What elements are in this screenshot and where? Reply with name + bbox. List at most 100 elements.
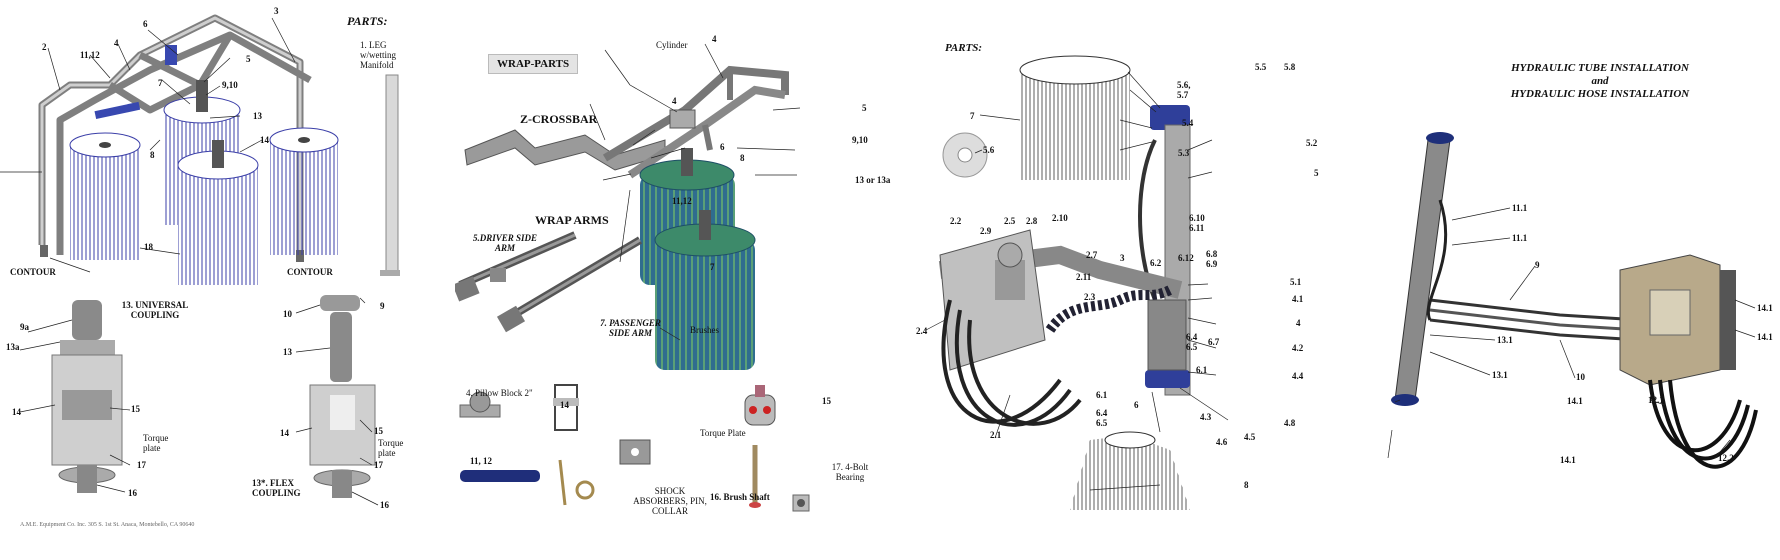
mount-plate-assembly <box>939 229 1046 371</box>
p3-callout-6-8: 6.8 <box>1206 249 1218 259</box>
p2-callout-5: 5 <box>862 103 867 113</box>
p3-callout-4-5: 4.5 <box>1244 432 1256 442</box>
p3-callout-6-1b: 6.1 <box>1196 365 1208 375</box>
leg-label: 1. LEG w/wetting Manifold <box>360 40 396 70</box>
p3-callout-8: 8 <box>1244 480 1249 490</box>
passenger-arm-label: 7. PASSENGER SIDE ARM <box>600 318 661 338</box>
wrap-parts-diagram <box>455 43 810 512</box>
hydraulic-hoses-panel4 <box>1648 379 1758 469</box>
brush-right <box>269 127 339 255</box>
p1-callout-17: 17 <box>137 460 146 470</box>
passenger-side-arm-part <box>496 236 643 333</box>
p1-callout-5: 5 <box>246 54 251 64</box>
p3-callout-7: 7 <box>970 111 975 121</box>
p3-callout-4-8: 4.8 <box>1284 418 1296 428</box>
panel3-leaders <box>925 71 1229 491</box>
contour-label-right: CONTOUR <box>287 267 333 277</box>
p3-callout-5-3: 5.3 <box>1178 148 1190 158</box>
p3-callout-2-11: 2.11 <box>1076 272 1092 282</box>
hydraulic-title-line2: and <box>1591 75 1609 87</box>
p2-callout-11-12: 11,12 <box>672 196 692 206</box>
flex-coupling-assembly <box>309 295 376 498</box>
p2-callout-4a: 4 <box>712 34 717 44</box>
p3-callout-6-11: 6.11 <box>1189 223 1205 233</box>
p1-callout-13b: 13 <box>283 347 292 357</box>
p1-callout-17b: 17 <box>374 460 383 470</box>
hydraulic-title-line1: HYDRAULIC TUBE INSTALLATION <box>1511 62 1689 74</box>
hydraulic-hoses <box>941 299 1082 427</box>
gantry-frame <box>38 14 312 262</box>
p4-callout-14-1d: 14.1 <box>1560 455 1576 465</box>
panel1-parts-title: PARTS: <box>347 14 388 28</box>
p4-callout-14-1a: 14.1 <box>1757 303 1773 313</box>
p1-callout-15b: 15 <box>374 426 383 436</box>
p3-callout-2-8: 2.8 <box>1026 216 1038 226</box>
p2-callout-13-13a: 13 or 13a <box>855 175 891 185</box>
p3-callout-4-2: 4.2 <box>1292 343 1304 353</box>
p2-callout-11-12b: 11, 12 <box>470 456 493 466</box>
driver-arm-label: 5.DRIVER SIDE ARM <box>472 233 538 253</box>
p2-callout-7: 7 <box>710 262 715 272</box>
p4-callout-9: 9 <box>1535 260 1540 270</box>
p3-callout-4-1: 4.1 <box>1292 294 1304 304</box>
vertical-mount-bar <box>1391 132 1454 406</box>
wrap-parts-banner: WRAP-PARTS <box>488 54 579 74</box>
z-crossbar-title: Z-CROSSBAR <box>520 112 598 126</box>
p3-callout-5-4: 5.4 <box>1182 118 1194 128</box>
p3-callout-6-9: 6.9 <box>1206 259 1218 269</box>
p4-callout-13-1a: 13.1 <box>1497 335 1513 345</box>
p3-callout-4: 4 <box>1296 318 1301 328</box>
p1-callout-11-12: 11,12 <box>80 50 100 60</box>
p3-callout-6-2: 6.2 <box>1150 258 1162 268</box>
p4-callout-12-2: 12.2 <box>1718 453 1734 463</box>
p3-callout-6-5a: 6.5 <box>1186 342 1198 352</box>
shock-label: SHOCK ABSORBERS, PIN, COLLAR <box>633 486 707 516</box>
item-14-part <box>553 384 579 431</box>
p3-callout-6-7: 6.7 <box>1208 337 1220 347</box>
p3-callout-2-5: 2.5 <box>1004 216 1016 226</box>
contour-label-left: CONTOUR <box>10 267 56 277</box>
torque-plate-part <box>619 439 651 465</box>
p1-callout-7: 7 <box>158 78 163 88</box>
p3-callout-5: 5 <box>1314 168 1319 178</box>
wrap-frame <box>602 65 789 179</box>
footer-text: A.M.E. Equipment Co. Inc. 305 S. 1st St.… <box>20 522 195 528</box>
p1-callout-9a: 9a <box>20 322 29 332</box>
p4-callout-10: 10 <box>1576 372 1585 382</box>
hydraulic-tubes <box>1426 199 1641 342</box>
p4-callout-13-1b: 13.1 <box>1492 370 1508 380</box>
p3-callout-6-4a: 6.4 <box>1186 332 1198 342</box>
flex-coupling-label: 13*. FLEX COUPLING <box>252 478 301 498</box>
wrap-arms-title: WRAP ARMS <box>535 213 609 227</box>
p3-callout-5-8: 5.8 <box>1284 62 1296 72</box>
wrap-arm-assembly-diagram <box>925 55 1229 510</box>
p2-callout-14: 14 <box>560 400 569 410</box>
p3-callout-2-9: 2.9 <box>980 226 992 236</box>
torque-plate-label-2: Torque plate <box>378 438 404 458</box>
p1-callout-13a: 13a <box>6 342 20 352</box>
p4-callout-14-1b: 14.1 <box>1757 332 1773 342</box>
p2-callout-8: 8 <box>740 153 745 163</box>
torque-plate-label: Torque Plate <box>700 428 746 438</box>
p1-callout-6: 6 <box>143 19 148 29</box>
p3-callout-4-3: 4.3 <box>1200 412 1212 422</box>
vertical-post-assembly <box>1138 105 1191 396</box>
wire-brush-part-8 <box>1070 431 1190 510</box>
cylinder-label: Cylinder <box>656 40 688 50</box>
brush-left <box>69 132 141 260</box>
p1-callout-3: 3 <box>274 6 279 16</box>
hydraulic-title-line3: HYDRAULIC HOSE INSTALLATION <box>1510 88 1690 100</box>
p1-callout-16b: 16 <box>380 500 389 510</box>
p1-callout-10: 10 <box>283 309 292 319</box>
p3-callout-2-2: 2.2 <box>950 216 962 226</box>
leg-part <box>380 74 400 276</box>
torque-plate-label-1: Torque plate <box>143 433 169 453</box>
pillow-block-part <box>459 391 501 418</box>
p3-callout-5-5: 5.5 <box>1255 62 1267 72</box>
p3-callout-2-7: 2.7 <box>1086 250 1098 260</box>
p1-callout-9: 9 <box>380 301 385 311</box>
hydraulic-title: HYDRAULIC TUBE INSTALLATION and HYDRAULI… <box>1470 62 1730 101</box>
contour-frame-diagram <box>0 14 400 506</box>
mount-plate-block <box>1619 254 1736 386</box>
p3-callout-2-3: 2.3 <box>1084 292 1096 302</box>
